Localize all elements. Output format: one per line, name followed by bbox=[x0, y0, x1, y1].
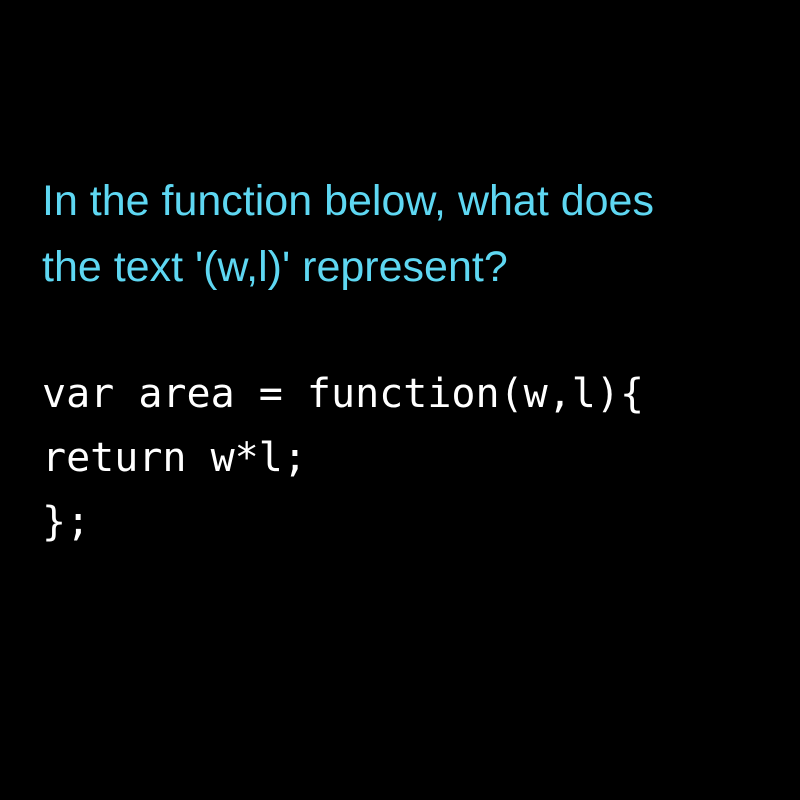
question-text: In the function below, what does the tex… bbox=[42, 168, 762, 300]
question-line-2: the text '(w,l)' represent? bbox=[42, 243, 508, 291]
question-line-1: In the function below, what does bbox=[42, 177, 654, 225]
code-line-3: }; bbox=[42, 499, 91, 545]
code-snippet: var area = function(w,l){ return w*l;}; bbox=[42, 362, 644, 554]
code-line-2: return w*l; bbox=[42, 435, 307, 481]
code-line-1: var area = function(w,l){ bbox=[42, 371, 645, 417]
